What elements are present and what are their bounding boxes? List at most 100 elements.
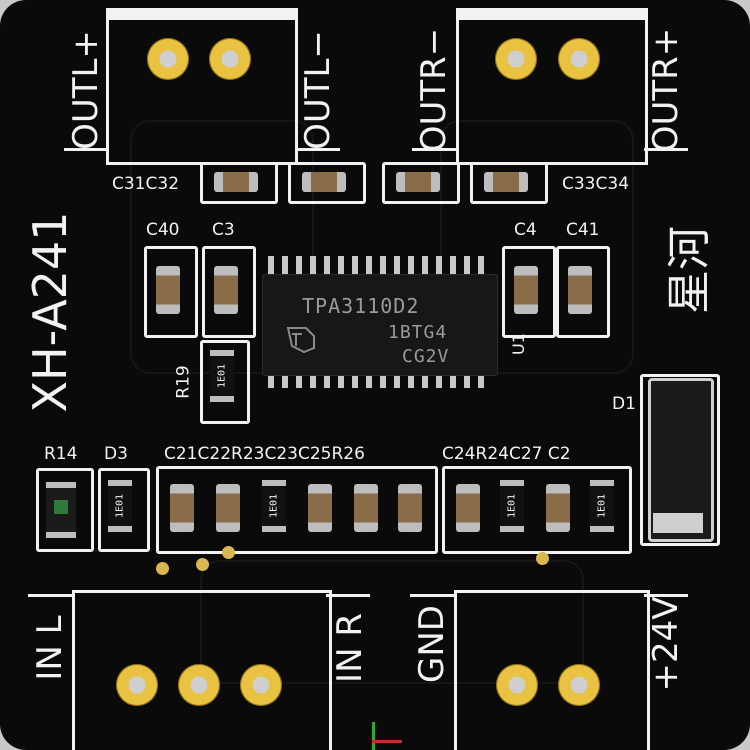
cap-c34 <box>484 172 528 192</box>
diode-d1-outline <box>640 374 720 546</box>
chip-pin-bottom <box>394 376 400 388</box>
diode-d3-code: 1E01 <box>114 493 126 519</box>
via-4 <box>536 552 549 565</box>
pad-24v <box>558 664 600 706</box>
cap-c3 <box>214 266 238 314</box>
chip-pin-top <box>436 256 442 274</box>
chip-pin-bottom <box>380 376 386 388</box>
chip-pin-top <box>282 256 288 274</box>
chip-pin-top <box>408 256 414 274</box>
label-c4: C4 <box>514 220 537 240</box>
res-r14-outline <box>36 468 94 552</box>
pad-outl-plus <box>147 38 189 80</box>
res-r23: 1E01 <box>262 480 286 532</box>
cap-c41-outline <box>556 246 610 338</box>
cap-c24 <box>456 484 480 532</box>
res-r24-code: 1E01 <box>506 493 518 519</box>
terminal-outl <box>106 8 298 165</box>
in-r-frame <box>326 594 370 697</box>
terminal-outr <box>456 8 648 165</box>
label-c33c34: C33C34 <box>562 174 630 194</box>
terminal-input <box>72 590 332 750</box>
chip-pin-top <box>422 256 428 274</box>
outl-minus-frame <box>296 20 340 151</box>
gnd-frame <box>410 594 454 697</box>
outl-plus-frame <box>64 20 106 151</box>
res-r24: 1E01 <box>500 480 524 532</box>
cap-c3-outline <box>202 246 256 338</box>
label-in-l: IN L <box>30 615 70 681</box>
res-r19-outline <box>200 340 250 424</box>
res-r26 <box>398 484 422 532</box>
label-in-r: IN R <box>330 613 370 683</box>
cap-c27 <box>546 484 570 532</box>
cap-c23 <box>308 484 332 532</box>
res-c2-code: 1E01 <box>596 493 608 519</box>
chip-pin-top <box>380 256 386 274</box>
label-row-mid: C21C22R23C23C25R26 <box>164 444 365 464</box>
chip-pin-top <box>310 256 316 274</box>
chip-pin-top <box>464 256 470 274</box>
label-24v: +24V <box>646 596 686 692</box>
chip-pin-bottom <box>338 376 344 388</box>
amplifier-chip: TPA3110D2 1BTG4 CG2V <box>262 274 498 376</box>
cap-c40 <box>156 266 180 314</box>
trace-bottom <box>200 560 584 684</box>
via-3 <box>156 562 169 575</box>
chip-marking-line1: TPA3110D2 <box>302 294 420 318</box>
cap-c32 <box>302 172 346 192</box>
chip-pin-top <box>366 256 372 274</box>
cap-c4 <box>514 266 538 314</box>
axis-marker-y <box>372 722 375 750</box>
res-c2: 1E01 <box>590 480 614 532</box>
chip-pin-bottom <box>408 376 414 388</box>
v24-frame <box>644 594 688 697</box>
chip-pin-top <box>450 256 456 274</box>
label-gnd: GND <box>412 605 452 683</box>
group-mid-outline <box>156 466 438 554</box>
pad-outr-minus <box>495 38 537 80</box>
model-label: XH-A241 <box>23 211 77 413</box>
pad-in-gnd <box>178 664 220 706</box>
cap-c33 <box>396 172 440 192</box>
cap-c31-outline <box>200 162 278 204</box>
led-dot <box>54 500 68 514</box>
chip-pin-bottom <box>436 376 442 388</box>
chip-pin-bottom <box>478 376 484 388</box>
cap-c31 <box>214 172 258 192</box>
label-r19: R19 <box>173 365 194 399</box>
chip-marking-line2: 1BTG4 <box>388 322 448 343</box>
outr-minus-frame <box>412 20 456 151</box>
diode-d1-band <box>653 513 703 533</box>
chip-pin-bottom <box>450 376 456 388</box>
cap-c25 <box>354 484 378 532</box>
chip-pin-top <box>296 256 302 274</box>
cap-c21 <box>170 484 194 532</box>
chip-pin-top <box>394 256 400 274</box>
pad-in-l <box>116 664 158 706</box>
outr-plus-frame <box>644 20 688 151</box>
via-2 <box>196 558 209 571</box>
chip-pin-top <box>338 256 344 274</box>
chip-pin-bottom <box>268 376 274 388</box>
in-l-frame <box>28 594 72 697</box>
label-c3: C3 <box>212 220 235 240</box>
diode-d3: 1E01 <box>108 480 132 532</box>
chip-pin-bottom <box>296 376 302 388</box>
label-d1: D1 <box>612 394 636 414</box>
chip-pin-bottom <box>464 376 470 388</box>
chip-pin-bottom <box>422 376 428 388</box>
label-c41: C41 <box>566 220 600 240</box>
chip-marking-line3: CG2V <box>402 346 450 367</box>
group-right-outline <box>442 466 632 554</box>
chip-pin-top <box>324 256 330 274</box>
chip-pin-bottom <box>366 376 372 388</box>
pad-gnd <box>496 664 538 706</box>
diode-d3-outline <box>98 468 150 552</box>
res-r23-code: 1E01 <box>268 493 280 519</box>
label-c31c32: C31C32 <box>112 174 180 194</box>
chip-pin-bottom <box>310 376 316 388</box>
via-1 <box>222 546 235 559</box>
chip-pin-bottom <box>352 376 358 388</box>
